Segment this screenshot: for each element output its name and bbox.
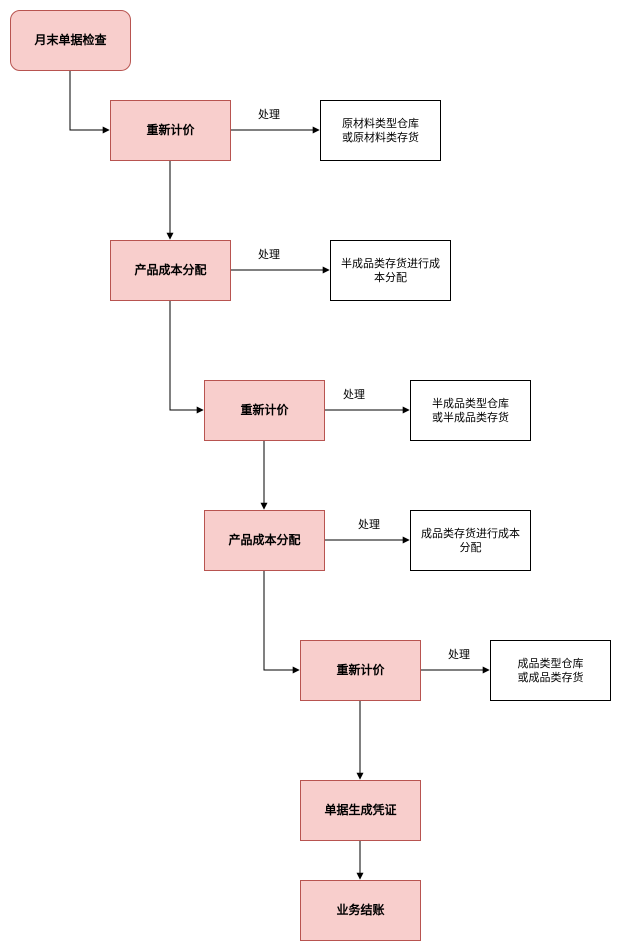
- cost-node-1-label: 产品成本分配: [134, 263, 207, 277]
- start-node: 月末单据检查: [10, 10, 131, 71]
- voucher-node-label: 单据生成凭证: [324, 803, 397, 817]
- edge-cost2-to-reprice3: [263, 570, 300, 674]
- edge-start-to-reprice1: [69, 70, 110, 134]
- note-node-3: 半成品类型仓库 或半成品类存货: [410, 380, 531, 441]
- note-node-5-label: 成品类型仓库 或成品类存货: [517, 656, 584, 684]
- edge-cost1-to-reprice2: [169, 300, 204, 414]
- note-node-5: 成品类型仓库 或成品类存货: [490, 640, 611, 701]
- reprice-node-1: 重新计价: [110, 100, 231, 161]
- reprice-node-3-label: 重新计价: [336, 663, 385, 677]
- note-node-4: 成品类存货进行成本 分配: [410, 510, 531, 571]
- start-node-label: 月末单据检查: [34, 33, 107, 47]
- edge-label-3: 处理: [343, 388, 365, 401]
- edge-label-2: 处理: [258, 248, 280, 261]
- edge-label-4: 处理: [358, 518, 380, 531]
- note-node-2-label: 半成品类存货进行成 本分配: [341, 256, 440, 284]
- reprice-node-2: 重新计价: [204, 380, 325, 441]
- reprice-node-3: 重新计价: [300, 640, 421, 701]
- note-node-3-label: 半成品类型仓库 或半成品类存货: [432, 396, 509, 424]
- note-node-4-label: 成品类存货进行成本 分配: [421, 526, 520, 554]
- close-node: 业务结账: [300, 880, 421, 941]
- edge-label-1: 处理: [258, 108, 280, 121]
- reprice-node-2-label: 重新计价: [240, 403, 289, 417]
- note-node-2: 半成品类存货进行成 本分配: [330, 240, 451, 301]
- note-node-1: 原材料类型仓库 或原材料类存货: [320, 100, 441, 161]
- cost-node-1: 产品成本分配: [110, 240, 231, 301]
- reprice-node-1-label: 重新计价: [146, 123, 195, 137]
- note-node-1-label: 原材料类型仓库 或原材料类存货: [342, 116, 419, 144]
- cost-node-2: 产品成本分配: [204, 510, 325, 571]
- voucher-node: 单据生成凭证: [300, 780, 421, 841]
- close-node-label: 业务结账: [336, 903, 385, 917]
- edge-label-5: 处理: [448, 648, 470, 661]
- cost-node-2-label: 产品成本分配: [228, 533, 301, 547]
